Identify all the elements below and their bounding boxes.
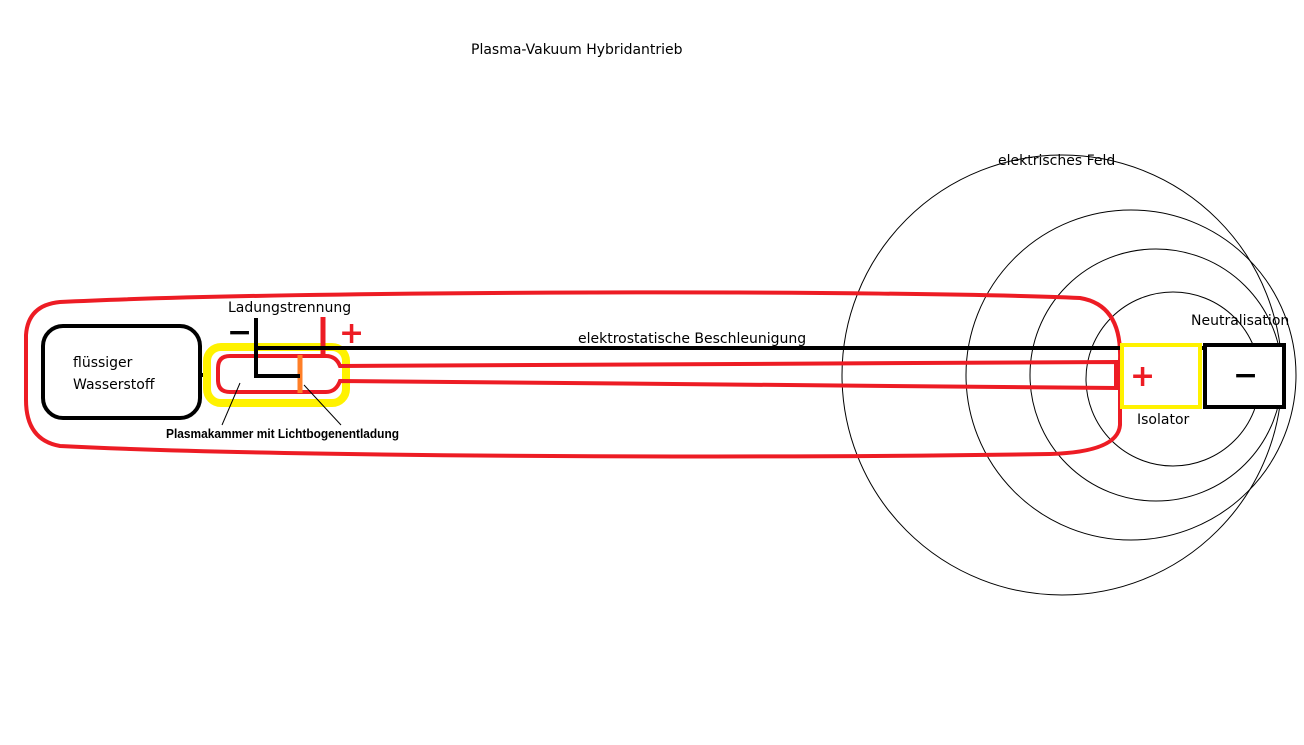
tank-label-line1: flüssiger [73, 355, 133, 371]
tank-label-line2: Wasserstoff [73, 377, 155, 393]
field-label: elektrisches Feld [998, 153, 1115, 169]
minus-sign-neutraliser: − [1233, 358, 1258, 393]
charge-separation-label: Ladungstrennung [228, 300, 351, 316]
chamber-pointer-line-2 [303, 384, 342, 426]
chamber-label: Plasmakammer mit Lichtbogenentladung [166, 426, 399, 441]
diagram-title: Plasma-Vakuum Hybridantrieb [471, 42, 683, 58]
chamber-pointer-line-1 [221, 382, 241, 426]
field-circle-3 [965, 209, 1297, 541]
isolator-electrode [1120, 343, 1202, 409]
negative-electrode [254, 318, 300, 378]
acceleration-label: elektrostatische Beschleunigung [578, 331, 806, 347]
outer-hull [24, 290, 1123, 459]
isolator-label: Isolator [1137, 412, 1190, 428]
minus-sign-chamber: − [227, 315, 252, 350]
plus-sign-chamber: + [339, 316, 364, 351]
plasma-chamber-and-channel [216, 354, 1118, 394]
neutralisation-label: Neutralisation [1191, 313, 1289, 329]
plus-sign-isolator: + [1130, 359, 1155, 394]
hydrogen-tank [41, 324, 202, 420]
neutraliser-electrode [1203, 343, 1286, 409]
